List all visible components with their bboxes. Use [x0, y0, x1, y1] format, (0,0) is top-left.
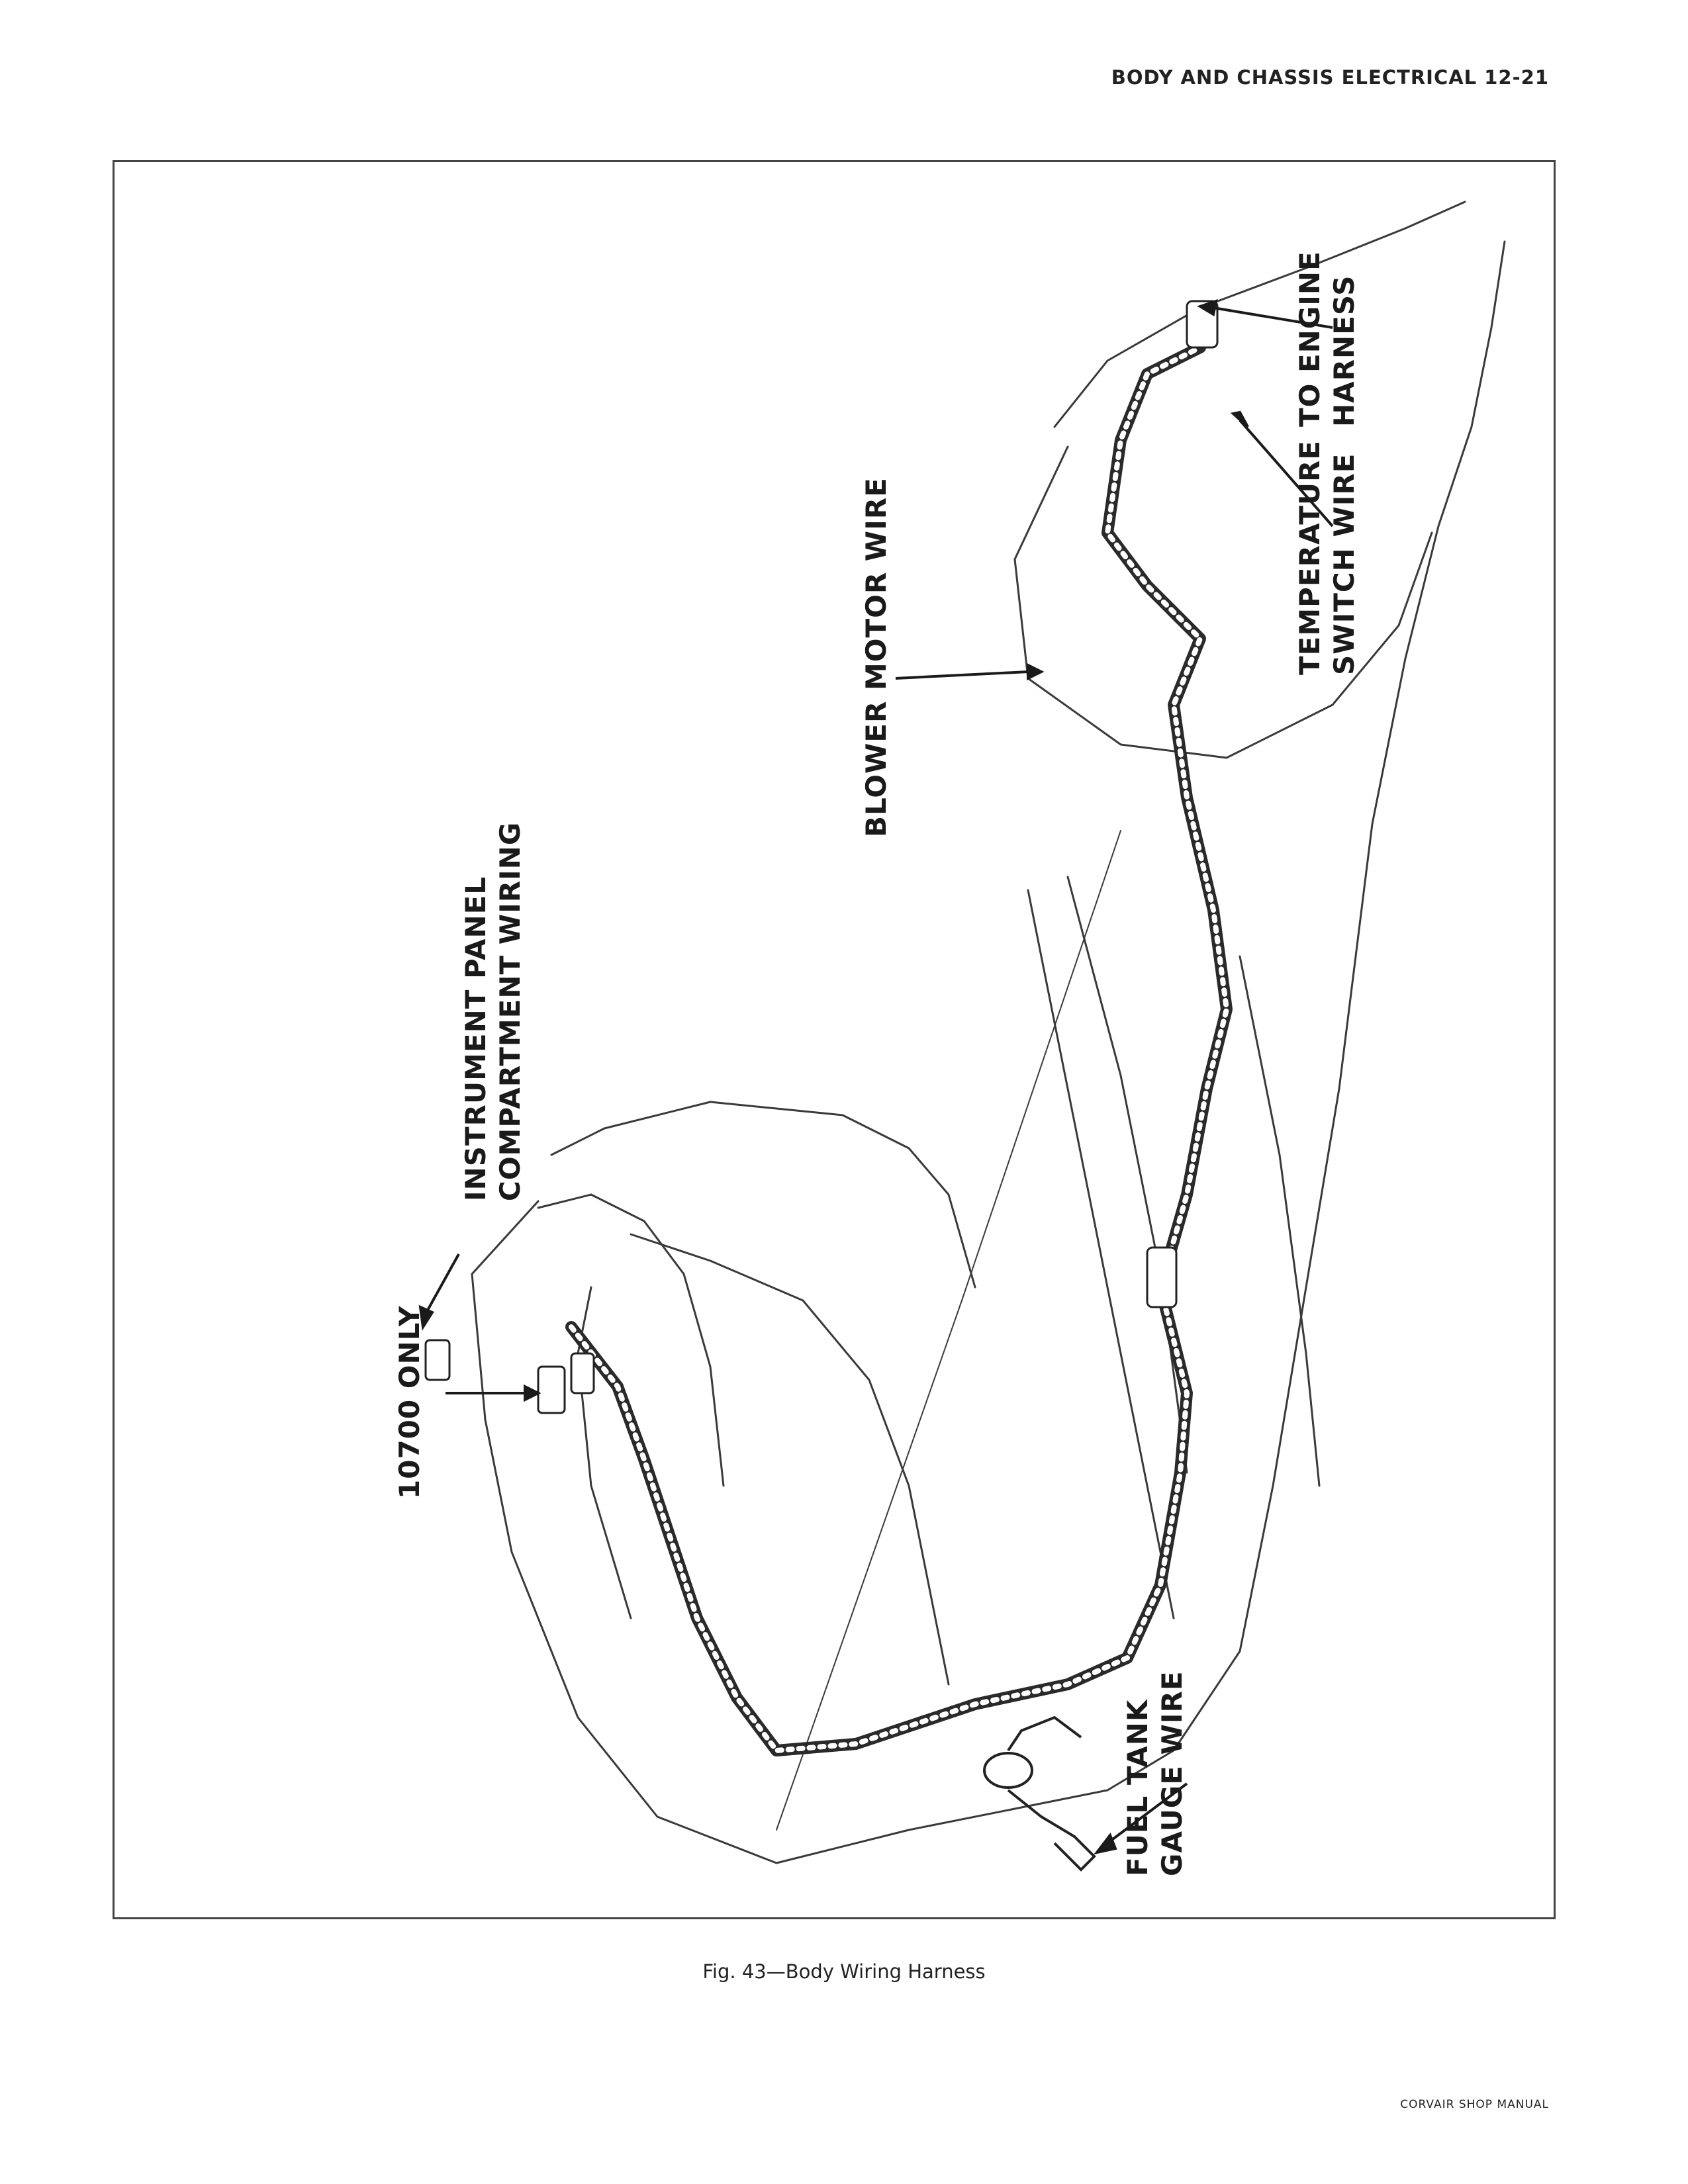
callout-instrument-panel-line-1: INSTRUMENT PANEL	[459, 876, 492, 1201]
callout-instrument-panel-line-2: COMPARTMENT WIRING	[494, 821, 526, 1201]
engine-compartment-outline	[1053, 201, 1466, 428]
engine-compartment-inner	[1013, 445, 1433, 759]
arrow-instrument-panel	[424, 1253, 460, 1314]
seat-cushion	[630, 1233, 950, 1686]
callout-fuel-tank-line-1: FUEL TANK	[1121, 1699, 1154, 1876]
rocker-panel	[1239, 955, 1321, 1487]
callout-fuel-tank-line-2: GAUGE WIRE	[1156, 1670, 1188, 1876]
rear-fender-outline	[1338, 240, 1506, 1090]
callout-engine-harness-line-2: HARNESS	[1328, 275, 1360, 427]
ip-connector	[424, 1339, 451, 1381]
page-header: BODY AND CHASSIS ELECTRICAL 12-21	[1111, 66, 1549, 89]
callout-10700-only: 10700 ONLY	[393, 1306, 427, 1499]
body-outline	[471, 1200, 778, 1864]
fuel-tank-sender	[983, 1752, 1033, 1789]
callout-temperature-switch-line-2: SWITCH WIRE	[1328, 453, 1360, 675]
cowl-panel	[577, 1286, 632, 1619]
page-footer: CORVAIR SHOP MANUAL	[1400, 2098, 1549, 2111]
figure-caption: Fig. 43—Body Wiring Harness	[702, 1960, 986, 1983]
tunnel-edge	[1066, 876, 1188, 1474]
callout-engine-harness-line-1: TO ENGINE	[1293, 251, 1326, 427]
callout-instrument-panel-compartment-wiring: INSTRUMENT PANEL COMPARTMENT WIRING	[459, 822, 528, 1201]
figure-frame: 10700 ONLY INSTRUMENT PANEL COMPARTMENT …	[113, 160, 1556, 1919]
body-wiring-harness-diagram	[418, 201, 1506, 1872]
callout-temperature-switch-line-1: TEMPERATURE	[1293, 440, 1326, 675]
tunnel	[1027, 889, 1175, 1619]
arrow-blower-motor	[895, 670, 1029, 680]
seat-back	[550, 1101, 976, 1289]
loop-connector	[1146, 1246, 1178, 1308]
callout-10700-only-line: 10700 ONLY	[393, 1305, 426, 1499]
long-rod	[776, 830, 1121, 1831]
dash-connector-2	[570, 1352, 595, 1394]
arrow-fuel-tank	[1106, 1782, 1188, 1844]
callout-blower-motor-wire: BLOWER MOTOR WIRE	[859, 477, 894, 837]
floor-panel-edge	[775, 1087, 1340, 1864]
callout-to-engine-harness: TO ENGINE HARNESS	[1293, 251, 1362, 427]
arrow-temperature-switch	[1239, 419, 1334, 527]
callout-temperature-switch-wire: TEMPERATURE SWITCH WIRE	[1293, 440, 1362, 675]
dash-connector	[537, 1365, 566, 1414]
arrow-engine-harness	[1213, 306, 1333, 329]
callout-fuel-tank-gauge-wire: FUEL TANK GAUGE WIRE	[1121, 1670, 1190, 1876]
dash-edge	[537, 1193, 725, 1487]
callout-blower-motor-line: BLOWER MOTOR WIRE	[860, 477, 892, 837]
